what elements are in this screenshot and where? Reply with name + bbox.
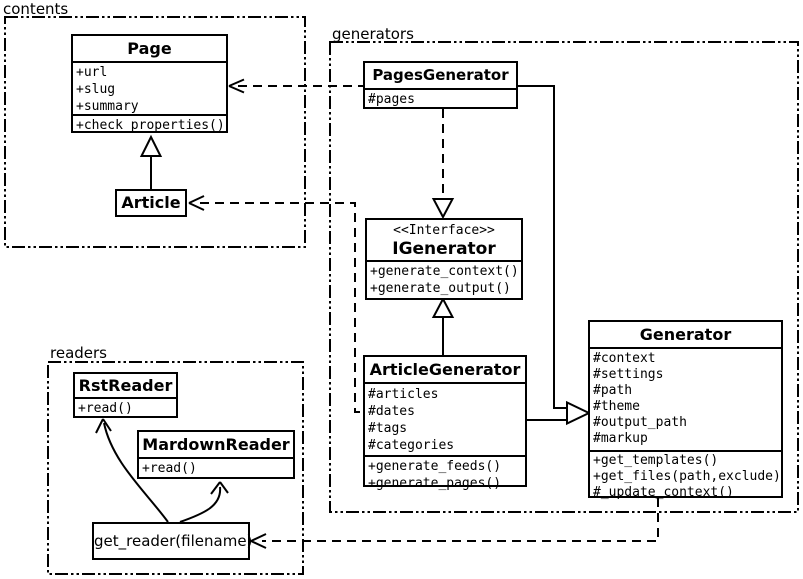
association-arrow-getreader-to-rstreader [95, 418, 169, 523]
generalization-arrow-generators-to-generator [518, 85, 592, 426]
function-label-get-reader: get_reader(filename) [94, 532, 253, 550]
method-row: +read() [142, 461, 197, 476]
attribute-row: #path [593, 383, 633, 398]
class-title-mardownreader: MardownReader [139, 432, 293, 459]
package-label-readers: readers [50, 344, 107, 362]
attribute-row: #output_path [593, 415, 687, 430]
association-arrow-getreader-to-mardownreader [179, 481, 229, 523]
method-row: +generate_feeds() [368, 459, 502, 474]
attributes-pagesgenerator: #pages [365, 90, 516, 109]
method-row: +get_files(path,exclude) [593, 469, 781, 484]
attribute-row: #pages [368, 92, 415, 107]
class-title-articlegenerator: ArticleGenerator [365, 357, 525, 384]
attribute-row: #tags [368, 421, 408, 436]
dependency-arrow-pagesgenerator-to-page [228, 78, 363, 94]
attribute-row: +slug [76, 82, 116, 97]
class-box-rstreader: RstReader +read() [73, 372, 178, 418]
function-box-get-reader: get_reader(filename) [92, 522, 253, 560]
class-box-article: Article [115, 189, 187, 217]
class-title-rstreader: RstReader [75, 374, 176, 399]
method-row: +check_properties() [76, 118, 225, 133]
attributes-page: +url +slug +summary [73, 63, 226, 114]
method-row: #_update_context() [593, 485, 734, 500]
methods-mardownreader: +read() [139, 459, 293, 478]
stereotype-interface: <<Interface>> [393, 223, 495, 238]
package-border-generators [329, 41, 799, 513]
class-title-generator: Generator [590, 322, 781, 349]
class-box-generator: Generator #context #settings #path #them… [588, 320, 783, 500]
method-row: +generate_pages() [368, 476, 502, 491]
package-label-generators: generators [332, 25, 414, 43]
generalization-arrow-article-to-page [139, 134, 163, 189]
dependency-arrow-articlegenerator-to-article [188, 195, 363, 413]
class-header-igenerator: <<Interface>> IGenerator [367, 220, 521, 262]
attribute-row: #articles [368, 387, 439, 402]
attribute-row: #theme [593, 399, 640, 414]
methods-generator: +get_templates() +get_files(path,exclude… [590, 450, 781, 502]
attribute-row: +url [76, 65, 108, 80]
attributes-generator: #context #settings #path #theme #output_… [590, 349, 781, 450]
attribute-row: #context [593, 351, 656, 366]
class-title-pagesgenerator: PagesGenerator [365, 63, 516, 90]
attribute-row: #markup [593, 431, 648, 446]
package-label-contents: contents [3, 0, 69, 18]
attribute-row: +summary [76, 99, 139, 114]
dependency-arrow-generator-to-getreader [250, 498, 659, 549]
class-box-pagesgenerator: PagesGenerator #pages [363, 61, 518, 109]
attribute-row: #dates [368, 404, 415, 419]
method-row: +generate_context() [370, 264, 519, 279]
method-row: +read() [78, 401, 133, 416]
methods-articlegenerator: +generate_feeds() +generate_pages() [365, 455, 525, 493]
attributes-articlegenerator: #articles #dates #tags #categories [365, 384, 525, 455]
class-box-mardownreader: MardownReader +read() [137, 430, 295, 479]
realization-arrow-pagesgenerator-to-igenerator [431, 109, 455, 220]
attribute-row: #settings [593, 367, 664, 382]
package-border-readers [47, 361, 304, 575]
package-border-contents [4, 16, 306, 248]
class-box-articlegenerator: ArticleGenerator #articles #dates #tags … [363, 355, 527, 491]
class-title-igenerator: IGenerator [392, 239, 496, 259]
attribute-row: #categories [368, 438, 455, 453]
methods-rstreader: +read() [75, 399, 176, 418]
methods-igenerator: +generate_context() +generate_output() [367, 262, 521, 298]
methods-page: +check_properties() [73, 114, 226, 135]
class-title-page: Page [73, 36, 226, 63]
class-title-article: Article [121, 193, 181, 212]
class-box-igenerator: <<Interface>> IGenerator +generate_conte… [365, 218, 523, 300]
method-row: +generate_output() [370, 281, 511, 296]
class-box-page: Page +url +slug +summary +check_properti… [71, 34, 228, 133]
method-row: +get_templates() [593, 453, 719, 468]
generalization-arrow-articlegenerator-to-igenerator [431, 296, 455, 355]
